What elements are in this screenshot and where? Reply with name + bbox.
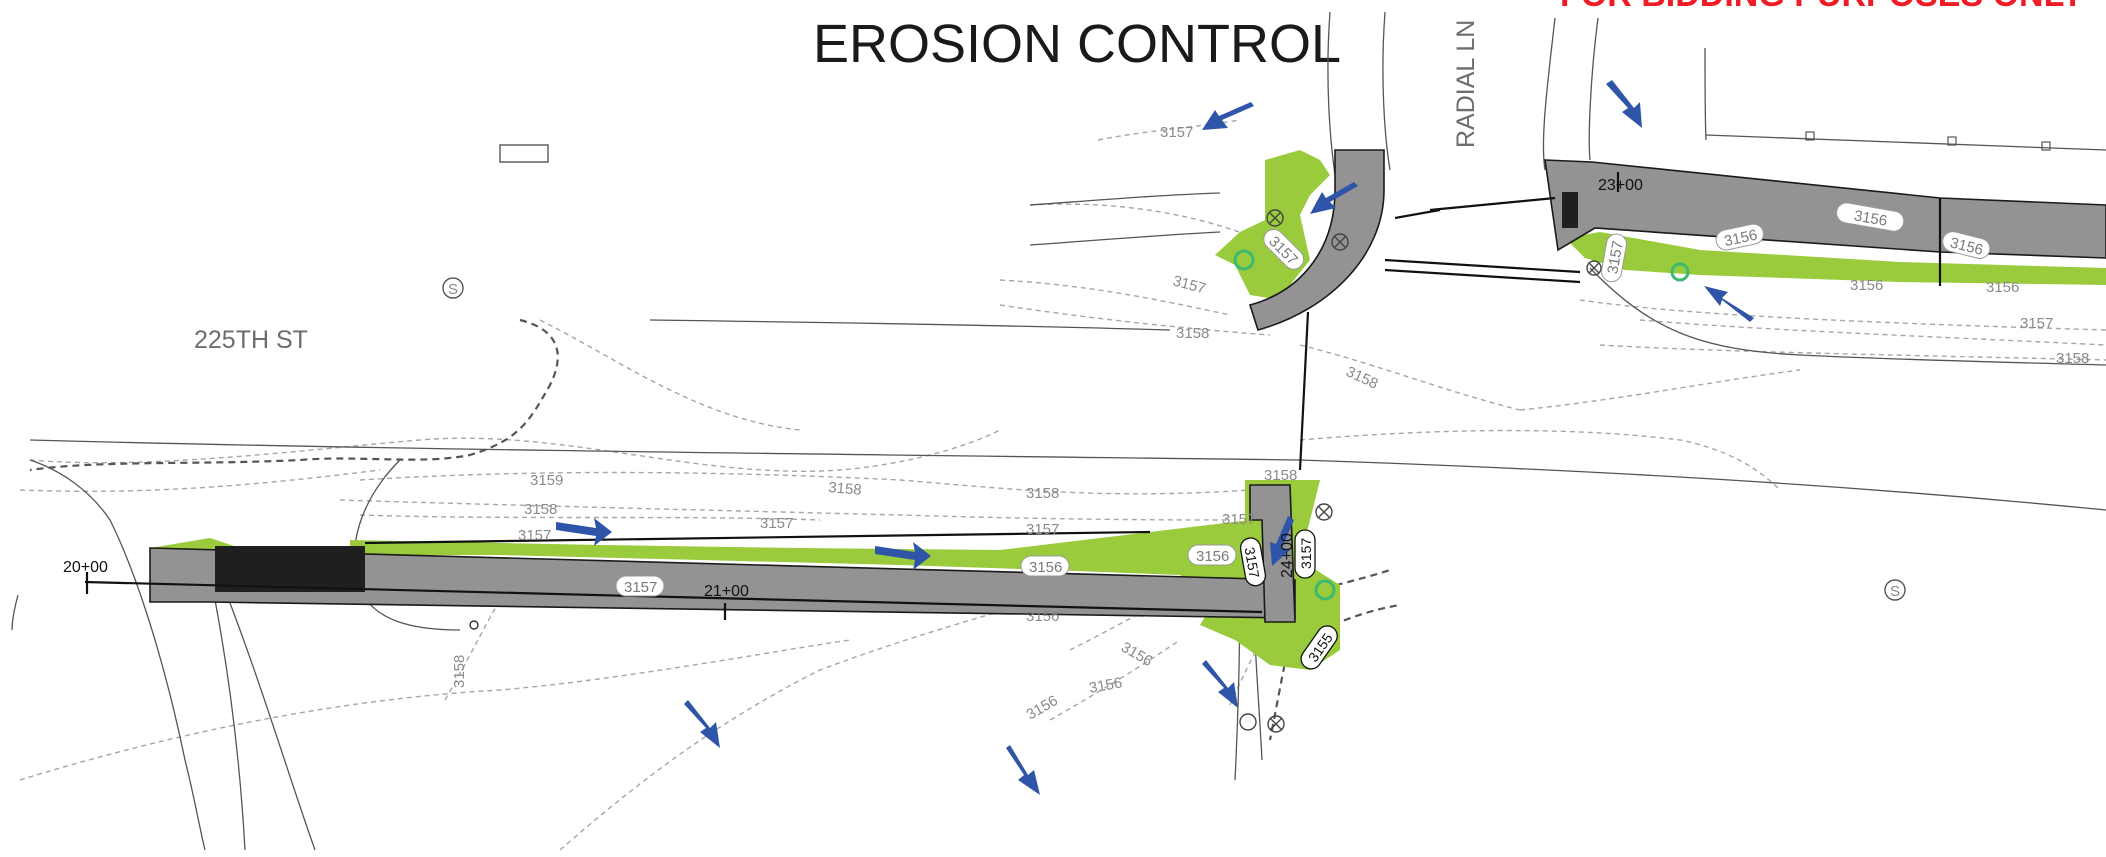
station-label: 21+00 (704, 583, 749, 600)
valve-icon (1315, 503, 1333, 521)
contour-label: 3156 (1026, 608, 1059, 625)
elevation-pill: 3156 (1942, 231, 1991, 259)
contour-label: 3156 (1986, 279, 2019, 296)
flow-arrow-icon (1202, 102, 1254, 130)
contour-label: 3156 (1088, 674, 1124, 697)
sheet-title: EROSION CONTROL (813, 14, 1341, 74)
elevation-pill: 3156 (1715, 223, 1764, 251)
elevation-pill: 3157 (1294, 529, 1316, 579)
flow-arrow-icon (1606, 80, 1642, 128)
svg-text:3156: 3156 (1196, 548, 1229, 565)
inlet-protection-icon (1233, 249, 1255, 271)
contour-label: 3158 (1176, 325, 1209, 342)
contour-label: 3156 (1024, 692, 1061, 723)
contour-label: 3157 (1026, 521, 1059, 538)
svg-text:3157: 3157 (1298, 538, 1314, 569)
contour-label: 3158 (828, 479, 863, 499)
proposed-pavement (149, 149, 2106, 623)
contour-label: 3157 (1160, 124, 1193, 141)
svg-text:S: S (448, 281, 458, 298)
flow-arrow-icon (1310, 182, 1358, 214)
valve-icon (1331, 233, 1349, 251)
station-label: 23+00 (1598, 177, 1643, 194)
contour-label: 3157 (1222, 511, 1255, 528)
valve-icon (1586, 260, 1602, 276)
street-label-radial-ln: RADIAL LN (1452, 20, 1480, 148)
elevation-pill: 3156 (1020, 555, 1070, 577)
contour-label: 3157 (2020, 315, 2053, 332)
contour-label: 3157 (518, 527, 551, 544)
contour-label: 3158 (1026, 485, 1059, 502)
street-label-225th: 225TH ST (194, 326, 308, 354)
hydrant-icon (1239, 713, 1257, 731)
elevation-pill: 3156 (1187, 544, 1237, 566)
station-labels: 20+00 21+00 23+00 24+00 (63, 177, 1643, 600)
svg-text:3156: 3156 (1723, 227, 1759, 251)
utility-symbols: S S (442, 209, 1906, 733)
elevation-pill: 3156 (1836, 202, 1905, 232)
property-markers (469, 131, 2051, 630)
flow-arrow-icon (684, 700, 720, 748)
contour-label: 3157 (1171, 272, 1208, 297)
station-label: 20+00 (63, 559, 108, 576)
contour-label: 3159 (530, 472, 563, 489)
flow-arrow-icon (556, 518, 612, 546)
svg-text:3156: 3156 (1029, 559, 1062, 576)
svg-text:3157: 3157 (1604, 239, 1627, 275)
flow-arrow-icon (1704, 286, 1754, 322)
flow-arrow-icon (1006, 745, 1040, 795)
elevation-pill: 3157 (1239, 537, 1267, 587)
contour-label: 3156 (1850, 277, 1883, 294)
contour-label: 3158 (524, 501, 557, 518)
svg-text:3157: 3157 (1242, 546, 1263, 580)
elevation-pill: 3157 (1601, 233, 1627, 283)
contour-label: 3156 (1118, 639, 1155, 670)
flow-arrows (556, 80, 1754, 795)
valve-icon (1266, 209, 1284, 227)
sewer-manhole-icon: S (1884, 579, 1906, 601)
contour-label: 3158 (451, 655, 468, 688)
pill-elevation-labels: 3157 3156 3156 3157 3157 3155 3157 3156 (615, 202, 1991, 670)
svg-text:S: S (1890, 583, 1900, 600)
existing-edges (11, 11, 2106, 851)
flow-arrow-icon (875, 542, 931, 570)
station-label: 24+00 (1279, 533, 1296, 578)
svg-text:3156: 3156 (1853, 207, 1889, 230)
sewer-manhole-icon: S (442, 277, 464, 299)
contour-label: 3157 (760, 515, 793, 532)
svg-text:3157: 3157 (624, 579, 657, 596)
flow-arrow-icon (1270, 516, 1294, 566)
valve-icon (1267, 715, 1285, 733)
inlet-protection-icon (1314, 579, 1336, 601)
contour-label: 3158 (1264, 467, 1297, 484)
contour-label: 3158 (1343, 363, 1380, 393)
plan-centerlines (84, 172, 1942, 620)
contour-label: 3158 (2056, 350, 2089, 367)
elevation-pill: 3157 (615, 575, 665, 597)
bidding-warning-banner: FOR BIDDING PURPOSES ONLY (1560, 0, 2084, 14)
inlet-protection-icon (1670, 262, 1690, 282)
flow-arrow-icon (1202, 660, 1238, 708)
